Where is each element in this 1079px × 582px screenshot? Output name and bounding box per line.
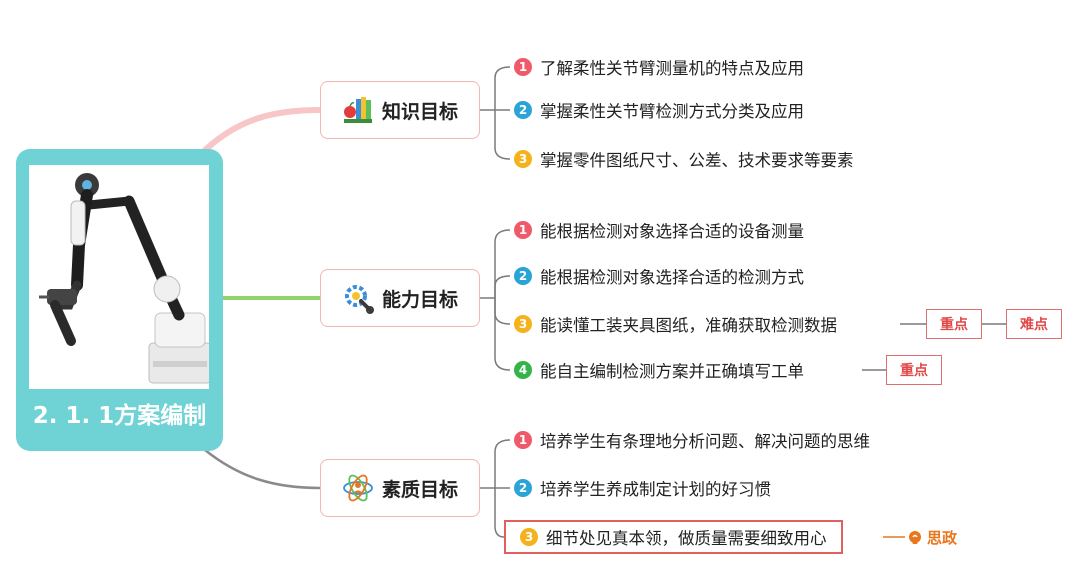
- number-badge: 1: [514, 58, 532, 76]
- number-badge: 2: [514, 101, 532, 119]
- ability-item-4[interactable]: 4 能自主编制检测方案并正确填写工单: [514, 355, 804, 385]
- arm-cmm-image: [29, 165, 212, 389]
- tag-ideology[interactable]: 思政: [907, 527, 957, 548]
- number-badge: 4: [514, 361, 532, 379]
- connector-quality: [204, 449, 321, 490]
- number-badge: 2: [514, 267, 532, 285]
- item-text: 能根据检测对象选择合适的设备测量: [540, 222, 804, 241]
- item-text: 能自主编制检测方案并正确填写工单: [540, 362, 804, 381]
- tag-ideology-label: 思政: [927, 529, 958, 547]
- quality-item-1[interactable]: 1 培养学生有条理地分析问题、解决问题的思维: [514, 425, 870, 455]
- portable-articulated-arm-cmm-icon: [39, 173, 212, 384]
- branch-quality-label: 素质目标: [381, 478, 458, 501]
- branch-knowledge-label: 知识目标: [381, 100, 458, 123]
- number-badge: 3: [514, 150, 532, 168]
- branch-knowledge-goals[interactable]: 知识目标: [320, 81, 480, 139]
- knowledge-item-1[interactable]: 1 了解柔性关节臂测量机的特点及应用: [514, 52, 804, 82]
- item-text: 培养学生养成制定计划的好习惯: [540, 480, 771, 499]
- knowledge-item-3[interactable]: 3 掌握零件图纸尺寸、公差、技术要求等要素: [514, 144, 854, 174]
- item-text: 能根据检测对象选择合适的检测方式: [540, 268, 804, 287]
- number-badge: 1: [514, 431, 532, 449]
- branch-quality-goals[interactable]: 素质目标: [320, 459, 480, 517]
- ability-item-2[interactable]: 2 能根据检测对象选择合适的检测方式: [514, 261, 804, 291]
- gear-wrench-icon: [344, 285, 374, 314]
- knowledge-item-2[interactable]: 2 掌握柔性关节臂检测方式分类及应用: [514, 95, 804, 125]
- item-text: 细节处见真本领，做质量需要细致用心: [546, 529, 827, 548]
- item-text: 培养学生有条理地分析问题、解决问题的思维: [540, 432, 870, 451]
- number-badge: 2: [514, 479, 532, 497]
- item-text: 掌握零件图纸尺寸、公差、技术要求等要素: [540, 151, 854, 170]
- root-title: 2. 1. 1方案编制: [32, 403, 207, 429]
- root-node[interactable]: 2. 1. 1方案编制: [16, 149, 223, 451]
- connector-knowledge: [202, 107, 323, 153]
- lightbulb-icon: [909, 530, 921, 544]
- item-text: 掌握柔性关节臂检测方式分类及应用: [540, 102, 804, 121]
- number-badge: 1: [514, 221, 532, 239]
- number-badge: 3: [520, 528, 538, 546]
- tag-key-point-2[interactable]: 重点: [886, 355, 942, 385]
- item-text: 能读懂工装夹具图纸，准确获取检测数据: [540, 316, 837, 335]
- tag-key-point[interactable]: 重点: [926, 309, 982, 339]
- item-text: 了解柔性关节臂测量机的特点及应用: [540, 59, 804, 78]
- quality-item-3[interactable]: 3 细节处见真本领，做质量需要细致用心: [504, 520, 843, 554]
- ability-item-1[interactable]: 1 能根据检测对象选择合适的设备测量: [514, 215, 804, 245]
- branch-ability-label: 能力目标: [381, 288, 458, 311]
- books-apple-icon: [343, 97, 372, 123]
- atom-person-icon: [343, 474, 373, 502]
- tag-difficult-point[interactable]: 难点: [1006, 309, 1062, 339]
- branch-ability-goals[interactable]: 能力目标: [320, 269, 480, 327]
- quality-item-2[interactable]: 2 培养学生养成制定计划的好习惯: [514, 473, 771, 503]
- ability-item-3[interactable]: 3 能读懂工装夹具图纸，准确获取检测数据: [514, 309, 837, 339]
- number-badge: 3: [514, 315, 532, 333]
